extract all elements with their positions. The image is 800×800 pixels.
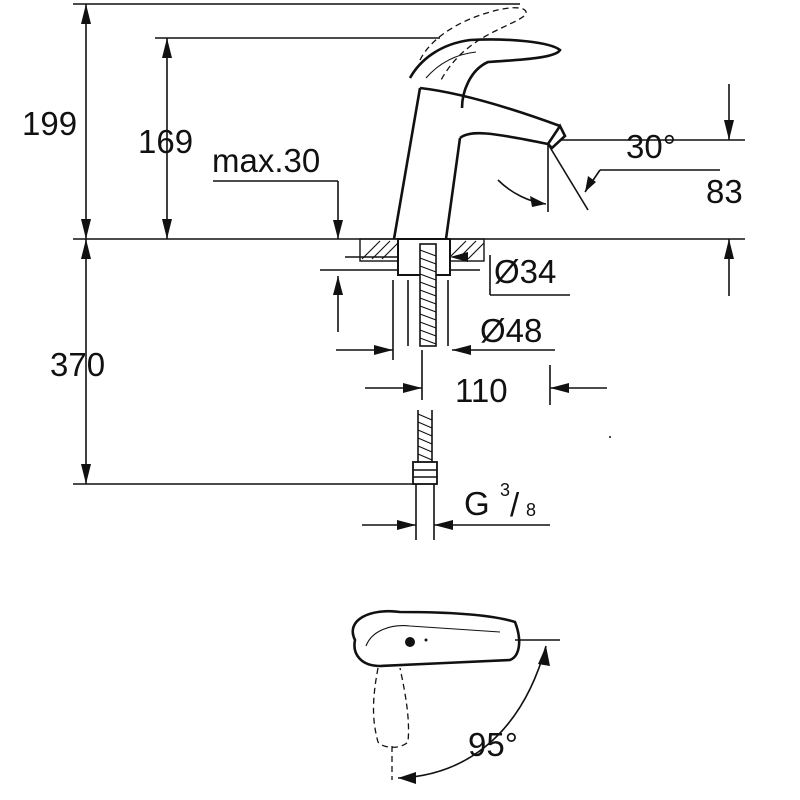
lever-ghost-outline	[419, 7, 527, 83]
top-view-rotated-lever	[372, 667, 410, 748]
dimension-199: 199	[22, 4, 91, 239]
dim-text-30deg: 30°	[626, 128, 676, 165]
dim-text-dia34: Ø34	[494, 253, 556, 290]
faucet-body	[392, 38, 567, 240]
dim-text-thread-slash: /	[510, 486, 520, 523]
dim-text-370: 370	[50, 346, 105, 383]
dimension-max-30: max.30	[212, 142, 343, 332]
dimension-diameter-48: Ø48	[336, 280, 555, 360]
dimension-30-degree: 30°	[497, 128, 720, 212]
dimension-83: 83	[560, 84, 745, 296]
dim-text-max30: max.30	[212, 142, 320, 179]
dim-text-thread-num: 3	[500, 480, 510, 500]
dimension-95-degree: 95°	[397, 645, 550, 784]
dim-text-110: 110	[455, 372, 508, 409]
hose	[412, 410, 438, 540]
dimension-370: 370	[50, 239, 105, 484]
dim-text-199: 199	[22, 105, 77, 142]
dim-text-169: 169	[138, 123, 193, 160]
threaded-shank	[407, 243, 449, 347]
stray-dot	[609, 436, 611, 438]
dimension-thread-g38: G 3 / 8	[362, 480, 550, 530]
dimension-110: 110	[365, 350, 607, 409]
dimension-diameter-34: Ø34	[450, 252, 570, 296]
dim-text-83: 83	[706, 173, 743, 210]
dim-text-dia48: Ø48	[480, 312, 542, 349]
dim-text-thread-den: 8	[526, 500, 536, 520]
top-view-faucet	[351, 609, 560, 668]
dim-text-thread-g: G	[464, 485, 490, 522]
dim-text-95deg: 95°	[468, 726, 518, 763]
dimension-169: 169	[138, 38, 193, 239]
